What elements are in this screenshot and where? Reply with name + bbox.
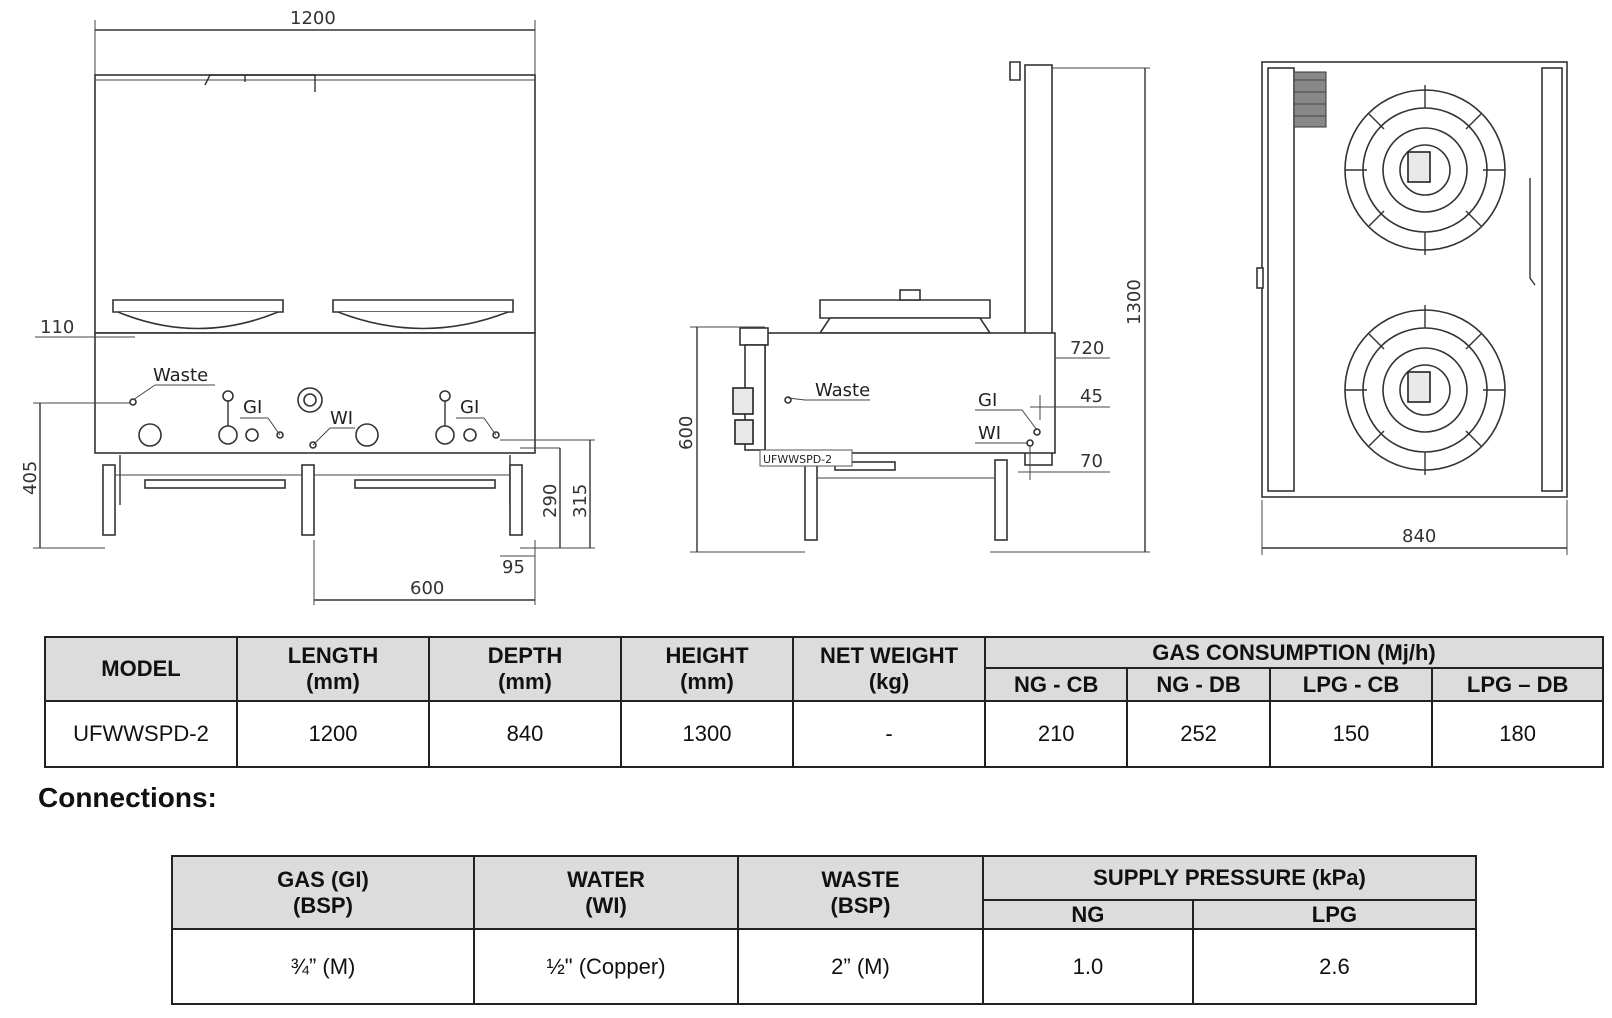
header-waste-bsp: WASTE(BSP): [737, 855, 984, 930]
dim-side-600: 600: [676, 416, 697, 450]
cell-waste-size: 2” (M): [737, 928, 984, 1005]
connections-table: GAS (GI)(BSP) WATER(WI) WASTE(BSP) SUPPL…: [171, 855, 1478, 1005]
side-view: 1300 UFWWSPD-2 600 720 45 70: [676, 61, 1150, 553]
dim-front-315: 315: [570, 484, 591, 518]
header-gas-consumption: GAS CONSUMPTION (Mj/h): [984, 636, 1604, 669]
cell-length: 1200: [236, 700, 430, 768]
dim-front-290: 290: [540, 484, 561, 518]
header-length: LENGTH(mm): [236, 636, 430, 702]
header-water-wi: WATER(WI): [473, 855, 739, 930]
top-burner-1: [1344, 85, 1506, 255]
header-supply-ng: NG: [982, 899, 1194, 930]
cell-lpg-cb: 150: [1268, 700, 1434, 768]
cell-net-weight: -: [792, 700, 986, 768]
cell-ng-cb: 210: [983, 700, 1129, 768]
cell-lpg-db: 180: [1431, 700, 1604, 768]
label-front-gi-right: GI: [460, 397, 479, 418]
top-view: 840: [1256, 61, 1568, 555]
dim-side-70: 70: [1080, 451, 1103, 472]
header-supply-pressure: SUPPLY PRESSURE (kPa): [982, 855, 1477, 901]
side-model-tag: UFWWSPD-2: [763, 453, 832, 466]
header-supply-lpg: LPG: [1191, 899, 1478, 930]
connections-title: Connections:: [38, 782, 217, 813]
label-front-wi: WI: [330, 408, 353, 429]
dim-front-width: 1200: [290, 8, 336, 29]
label-front-waste: Waste: [153, 365, 208, 386]
label-front-gi-left: GI: [243, 397, 262, 418]
dim-side-45: 45: [1080, 386, 1103, 407]
top-burner-2: [1344, 305, 1506, 475]
dim-front-405: 405: [20, 461, 41, 495]
header-ng-cb: NG - CB: [983, 667, 1129, 702]
dim-front-110: 110: [40, 317, 74, 338]
front-view: 1200: [20, 8, 595, 605]
cell-water-size: ½" (Copper): [473, 928, 739, 1005]
cell-depth: 840: [428, 700, 622, 768]
header-model: MODEL: [44, 636, 238, 702]
table-row: UFWWSPD-2 1200 840 1300 - 210 252 150 18…: [44, 700, 1604, 768]
header-gas-gi: GAS (GI)(BSP): [171, 855, 475, 930]
label-side-wi: WI: [978, 423, 1001, 444]
spec-table: MODEL LENGTH(mm) DEPTH(mm) HEIGHT(mm) NE…: [44, 636, 1604, 768]
cell-pressure-lpg: 2.6: [1191, 928, 1478, 1005]
table-row: ¾” (M) ½" (Copper) 2” (M) 1.0 2.6: [171, 928, 1478, 1005]
cell-ng-db: 252: [1126, 700, 1271, 768]
header-net-weight: NET WEIGHT(kg): [792, 636, 986, 702]
dim-side-1300: 1300: [1124, 279, 1145, 325]
technical-drawing: 1200: [20, 8, 1568, 605]
cell-gas-size: ¾” (M): [171, 928, 475, 1005]
header-lpg-cb: LPG - CB: [1268, 667, 1434, 702]
cell-pressure-ng: 1.0: [982, 928, 1194, 1005]
dim-front-600: 600: [410, 578, 444, 599]
cell-model: UFWWSPD-2: [44, 700, 238, 768]
header-lpg-db: LPG – DB: [1431, 667, 1604, 702]
cell-height: 1300: [620, 700, 794, 768]
header-ng-db: NG - DB: [1126, 667, 1271, 702]
dim-front-95: 95: [502, 557, 525, 578]
dim-side-720: 720: [1070, 338, 1104, 359]
label-side-gi: GI: [978, 390, 997, 411]
header-height: HEIGHT(mm): [620, 636, 794, 702]
label-side-waste: Waste: [815, 380, 870, 401]
header-depth: DEPTH(mm): [428, 636, 622, 702]
dim-top-840: 840: [1402, 526, 1436, 547]
